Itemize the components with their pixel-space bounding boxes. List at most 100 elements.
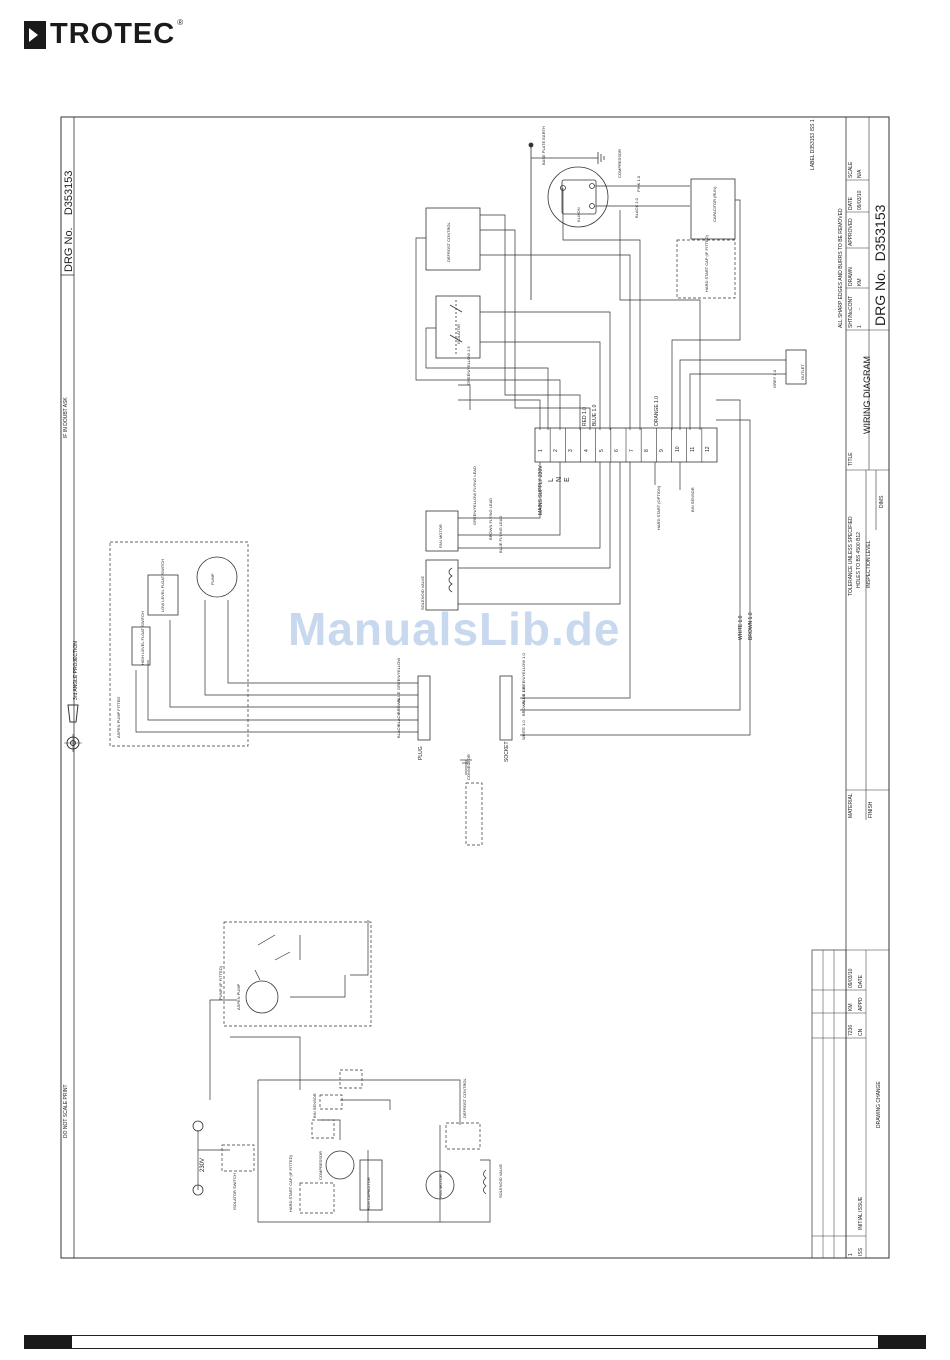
plug-wire-5: BLACK [396,724,401,738]
tb-h-drawn: DRAWN [848,267,854,286]
hard-start-label: HARD START CAP (IF FITTED) [704,235,709,292]
footer-block-left [24,1335,72,1349]
base-plate-label: BASE PLATE EARTH [541,126,546,165]
title-label: TITLE [848,452,854,466]
wire-orange-label: ORANGE 1.0 [654,395,660,426]
lead-blue-label: BLUE FLYING LEAD [498,515,503,553]
edges-note: ALL SHARP EDGES AND BURRS TO BE REMOVED [838,208,844,328]
tb-v-scale: N/A [857,169,863,178]
fan-motor-icon [425,1170,455,1200]
tb-h-date: DATE [848,197,854,210]
wire-grey-label: GREY 1.0 [772,370,777,388]
schematic-aspen-label: ASPEN PUMP [236,983,241,1010]
watermark: ManualsLib.de [288,603,621,655]
brand-logo: TROTEC ® [24,18,183,51]
schematic-isolator-label: ISOLATOR SWITCH [232,1173,237,1210]
capacitor-label: CAPACITOR (RUN) [712,186,717,222]
tb-v-date: 09/03/10 [857,190,863,210]
dims-label: DIMS [879,495,885,509]
low-level-label: LOW LEVEL FLOAT SWITCH [160,558,165,612]
terminal-number: 4 [583,449,590,452]
mains-line-n: N [556,476,563,482]
compressor-label: COMPRESSOR [617,149,622,178]
change-row-date: 09/03/10 [848,968,854,988]
wire-brown-label: BROWN 1.0 [748,612,754,640]
lead-green-label: GREEN/YELLOW FLYING LEAD [472,466,477,525]
drg-number-left: DRG No. D353153 [63,170,75,272]
terminal-number: 5 [598,449,605,452]
pump-icon [196,556,238,598]
wire-pink-label: PINK 1.0 [636,175,641,192]
socket-wire-3: BROWN 1.0 [521,693,526,716]
socket-label: SOCKET [504,741,510,762]
finish-label: FINISH [868,801,874,818]
mains-line-e: E [564,477,571,482]
terminal-number: 7 [629,449,635,452]
defrost-label: DEFROST CONTROL [446,222,451,262]
terminal-number: 3 [568,449,575,452]
isolator-label: ISOLATOR [456,324,461,344]
schematic-fan-label: FAN MOTOR [438,1174,443,1198]
change-col-iss: ISS [858,1247,864,1256]
label-note: LABEL D353153 ISS 1 [810,119,816,170]
wire-white-label: WHITE 1.0 [738,615,744,640]
hard-start-option-label: HARD START (OPTION) [656,485,661,530]
compressor-icon [547,166,609,228]
tb-h-approved: APPROVED [848,218,854,246]
terminal-number: 6 [613,449,620,452]
terminal-number: 9 [659,449,666,452]
logo-icon [24,20,46,49]
schematic-voltage: 230V [200,1157,206,1172]
tolerance-note: TOLERANCE UNLESS SPECIFIED [848,516,854,596]
bin-sensor-label: BIN SENSOR [690,487,695,512]
change-col-appd: APPD [858,997,864,1011]
terminal-number: 1 [538,449,544,452]
tb-h-scale: SCALE [848,161,854,178]
fan-motor-label: FAN MOTOR [438,524,443,548]
aspen-pump-fitted-label: ASPEN PUMP FITTED [116,696,121,738]
lead-brown-label: BROWN FLYING LEAD [488,497,493,540]
footer-bar [24,1335,926,1349]
tb-v-cont: - [857,308,863,310]
tb-v-sheet: 1 [857,325,863,328]
terminal-number: 2 [553,449,560,452]
schematic-bin-sensor-label: BIN SENSOR [312,1093,317,1118]
plug-wire-3: BROWN [396,698,401,714]
schematic-compressor-icon [325,1150,355,1180]
wire-black-label: BLACK 1.0 [634,198,639,218]
do-not-scale-note: DO NOT SCALE PRINT [63,1084,69,1138]
tb-h-sheet: SHT/No. [848,308,854,328]
schematic-compressor-label: COMPRESSOR [318,1151,323,1180]
holes-note: HOLES TO BS 4500 B12 [856,532,862,588]
terminal-number: 10 [674,446,681,452]
change-col-date: DATE [858,975,864,988]
plug-wire-1: GREEN/YELLOW [396,657,401,690]
klixon-label: KLIXON [576,207,581,222]
connector-label: CONNECTOR [466,754,471,780]
socket-wire-4: WHITE 1.0 [521,720,526,740]
schematic-pump-label: PUMP (IF FITTED) [218,966,223,1000]
pump-label: PUMP [210,573,215,585]
material-label: MATERIAL [848,793,854,818]
wire-green-label: GREEN/YELLOW 1.5 [466,346,471,385]
terminal-number: 12 [704,446,711,452]
mains-supply-label: MAINS SUPPLY 230V [538,465,544,515]
brand-reg: ® [177,18,184,27]
if-in-doubt-note: IF IN DOUBT ASK [63,397,69,438]
drawing-change-header: DRAWING CHANGE [876,1081,882,1128]
wire-red-label: RED 1.0 [582,407,588,426]
schematic-defrost-label: DEFROST CONTROL [462,1078,467,1118]
plug-label: PLUG [418,746,424,760]
projection-note: 3rd ANGLE PROJECTION [73,641,79,700]
terminal-number: 11 [689,446,696,452]
change-row-appd: KM [848,1003,854,1012]
mains-line-l: L [548,478,555,482]
tb-v-drawn: KM [857,278,863,287]
schematic-hardstart-label: HARD START CAP (IF FITTED) [288,1155,293,1212]
change-row-cn: 7236 [848,1024,854,1036]
outlet-label: OUTLET [800,364,805,380]
change-col-cn: CN [858,1028,864,1036]
change-row-iss: 1 [848,1253,854,1256]
wire-blue-label: BLUE 1.0 [592,404,598,426]
